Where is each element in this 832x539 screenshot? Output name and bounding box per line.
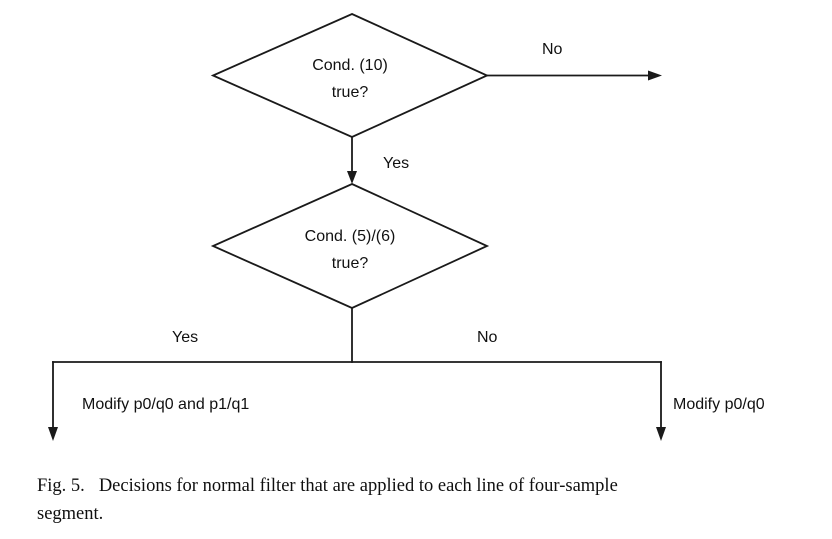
arrowhead: [648, 70, 662, 81]
arrowhead: [656, 427, 666, 441]
edge-yes-mid: Yes: [347, 136, 409, 184]
caption-text-2: segment.: [37, 504, 104, 524]
diamond-shape: [210, 183, 490, 309]
figure-caption: Fig. 5. Decisions for normal filter that …: [37, 472, 817, 528]
flowchart-figure: Cond. (10) true? No Yes Cond. (5)/(6) tr…: [48, 13, 765, 441]
action-label-right: Modify p0/q0: [673, 396, 765, 413]
edge-no-bottom: No Modify p0/q0: [477, 329, 765, 441]
node-text-line: true?: [332, 255, 369, 272]
caption-text-1: Decisions for normal filter that are app…: [98, 476, 618, 496]
edge-label-no-bottom: No: [477, 329, 498, 346]
caption-line-1: Fig. 5. Decisions for normal filter that …: [37, 472, 817, 500]
edge-yes-bottom: Yes Modify p0/q0 and p1/q1: [48, 329, 249, 441]
decision-node-cond10: Cond. (10) true?: [210, 13, 490, 138]
node-text-line: Cond. (10): [312, 57, 388, 74]
edge-no-top: No: [486, 41, 662, 81]
decision-node-cond56: Cond. (5)/(6) true?: [210, 183, 490, 309]
diamond-shape: [210, 13, 490, 138]
action-label-left: Modify p0/q0 and p1/q1: [82, 396, 249, 413]
caption-line-2: segment.: [37, 500, 817, 528]
edge-label-no-top: No: [542, 41, 563, 58]
arrowhead: [347, 171, 357, 184]
edge-label-yes-mid: Yes: [383, 155, 409, 172]
edge-label-yes-bottom: Yes: [172, 329, 198, 346]
node-text-line: Cond. (5)/(6): [305, 228, 396, 245]
figure-number: Fig. 5.: [37, 476, 85, 496]
node-text-line: true?: [332, 84, 369, 101]
arrowhead: [48, 427, 58, 441]
